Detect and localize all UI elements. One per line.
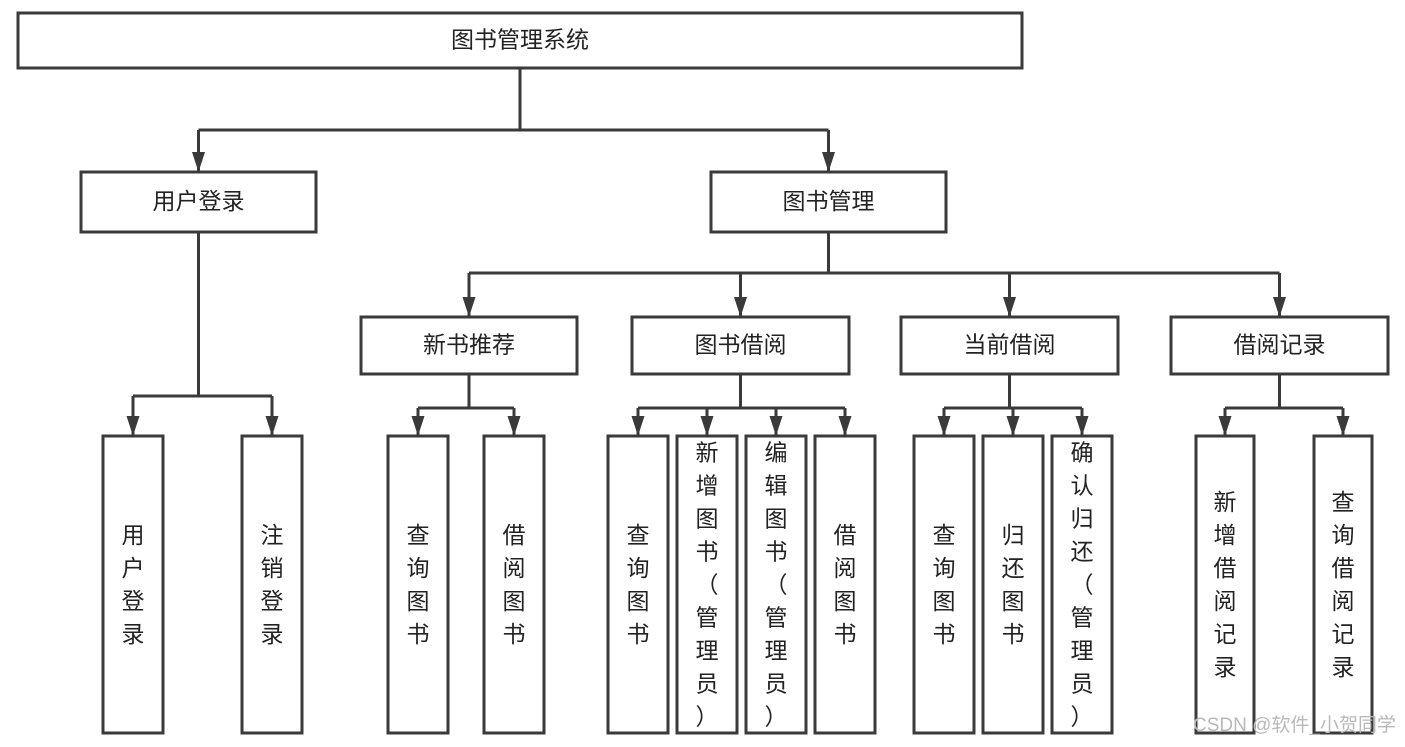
node-label: 用户登录 <box>153 188 245 214</box>
node-box <box>744 434 808 735</box>
arrow-head-icon <box>1218 416 1232 436</box>
nodes-layer: 图书管理系统用户登录图书管理新书推荐图书借阅当前借阅借阅记录用户登录注销登录查询… <box>16 11 1390 735</box>
node-box <box>981 434 1045 735</box>
node-box <box>813 434 877 735</box>
node-leaf-edit-book[interactable]: 编辑图书（管理员） <box>744 434 808 735</box>
node-box <box>899 315 1120 376</box>
node-box <box>359 315 579 376</box>
arrow-head-icon <box>1273 297 1286 317</box>
node-new-book-recommend[interactable]: 新书推荐 <box>359 315 579 376</box>
node-label: 借阅记录 <box>1234 332 1326 358</box>
node-leaf-logout[interactable]: 注销登录 <box>240 434 304 735</box>
node-leaf-query-book-current[interactable]: 查询图书 <box>912 434 976 735</box>
node-current-borrow[interactable]: 当前借阅 <box>899 315 1120 376</box>
node-user-login[interactable]: 用户登录 <box>79 170 318 234</box>
node-leaf-query-book-borrow[interactable]: 查询图书 <box>606 434 670 735</box>
node-box <box>912 434 976 735</box>
node-label: 注销登录 <box>261 522 284 647</box>
node-label: 查询图书 <box>407 522 430 647</box>
arrow-head-icon <box>769 416 783 436</box>
node-label: 新增借阅记录 <box>1214 489 1237 680</box>
node-label: 编辑图书（管理员） <box>765 440 788 730</box>
node-leaf-borrow-book[interactable]: 借阅图书 <box>813 434 877 735</box>
node-box <box>79 170 318 234</box>
node-book-borrow[interactable]: 图书借阅 <box>630 315 851 376</box>
node-root[interactable]: 图书管理系统 <box>16 11 1024 70</box>
arrow-head-icon <box>411 416 425 436</box>
node-label: 当前借阅 <box>964 332 1056 358</box>
node-label: 查询图书 <box>933 522 956 647</box>
arrow-head-icon <box>1006 416 1020 436</box>
node-box <box>630 315 851 376</box>
csdn-watermark: CSDN @软件_小贺同学 <box>1193 714 1396 736</box>
arrow-head-icon <box>937 416 951 436</box>
node-leaf-borrow-book-rec[interactable]: 借阅图书 <box>482 434 546 735</box>
node-label: 图书管理 <box>783 188 875 214</box>
node-box <box>709 170 948 234</box>
node-box <box>16 11 1024 70</box>
arrow-head-icon <box>838 416 852 436</box>
node-leaf-confirm-return[interactable]: 确认归还（管理员） <box>1050 434 1114 735</box>
arrow-head-icon <box>192 152 205 172</box>
node-label: 图书借阅 <box>695 332 787 358</box>
node-leaf-query-book-rec[interactable]: 查询图书 <box>386 434 450 735</box>
arrow-head-icon <box>1336 416 1350 436</box>
arrow-head-icon <box>126 416 140 436</box>
node-box <box>1050 434 1114 735</box>
arrow-head-icon <box>631 416 645 436</box>
node-label: 新书推荐 <box>423 332 515 358</box>
node-label: 图书管理系统 <box>451 27 589 53</box>
node-box <box>606 434 670 735</box>
arrow-head-icon <box>265 416 279 436</box>
node-label: 查询借阅记录 <box>1332 489 1355 680</box>
arrow-head-icon <box>700 416 714 436</box>
node-box <box>1312 434 1374 735</box>
node-box <box>675 434 739 735</box>
node-box <box>240 434 304 735</box>
node-leaf-add-borrow-record[interactable]: 新增借阅记录 <box>1194 434 1256 735</box>
node-box <box>386 434 450 735</box>
node-label: 查询图书 <box>627 522 650 647</box>
arrow-head-icon <box>507 416 521 436</box>
node-leaf-add-book[interactable]: 新增图书（管理员） <box>675 434 739 735</box>
node-book-management[interactable]: 图书管理 <box>709 170 948 234</box>
node-borrow-record[interactable]: 借阅记录 <box>1169 315 1390 376</box>
arrow-head-icon <box>1003 297 1016 317</box>
node-label: 用户登录 <box>122 522 145 647</box>
arrow-head-icon <box>462 297 476 317</box>
node-label: 借阅图书 <box>503 522 526 647</box>
node-box <box>1169 315 1390 376</box>
node-box <box>482 434 546 735</box>
arrow-head-icon <box>1075 416 1089 436</box>
node-label: 归还图书 <box>1002 522 1025 647</box>
arrow-head-icon <box>822 152 835 172</box>
connectors-layer <box>126 68 1350 436</box>
node-leaf-user-login[interactable]: 用户登录 <box>101 434 165 735</box>
node-leaf-query-borrow-record[interactable]: 查询借阅记录 <box>1312 434 1374 735</box>
node-label: 新增图书（管理员） <box>696 440 719 730</box>
arrow-head-icon <box>734 297 747 317</box>
node-label: 借阅图书 <box>834 522 857 647</box>
node-box <box>101 434 165 735</box>
node-label: 确认归还（管理员） <box>1071 440 1094 730</box>
node-box <box>1194 434 1256 735</box>
node-leaf-return-book[interactable]: 归还图书 <box>981 434 1045 735</box>
